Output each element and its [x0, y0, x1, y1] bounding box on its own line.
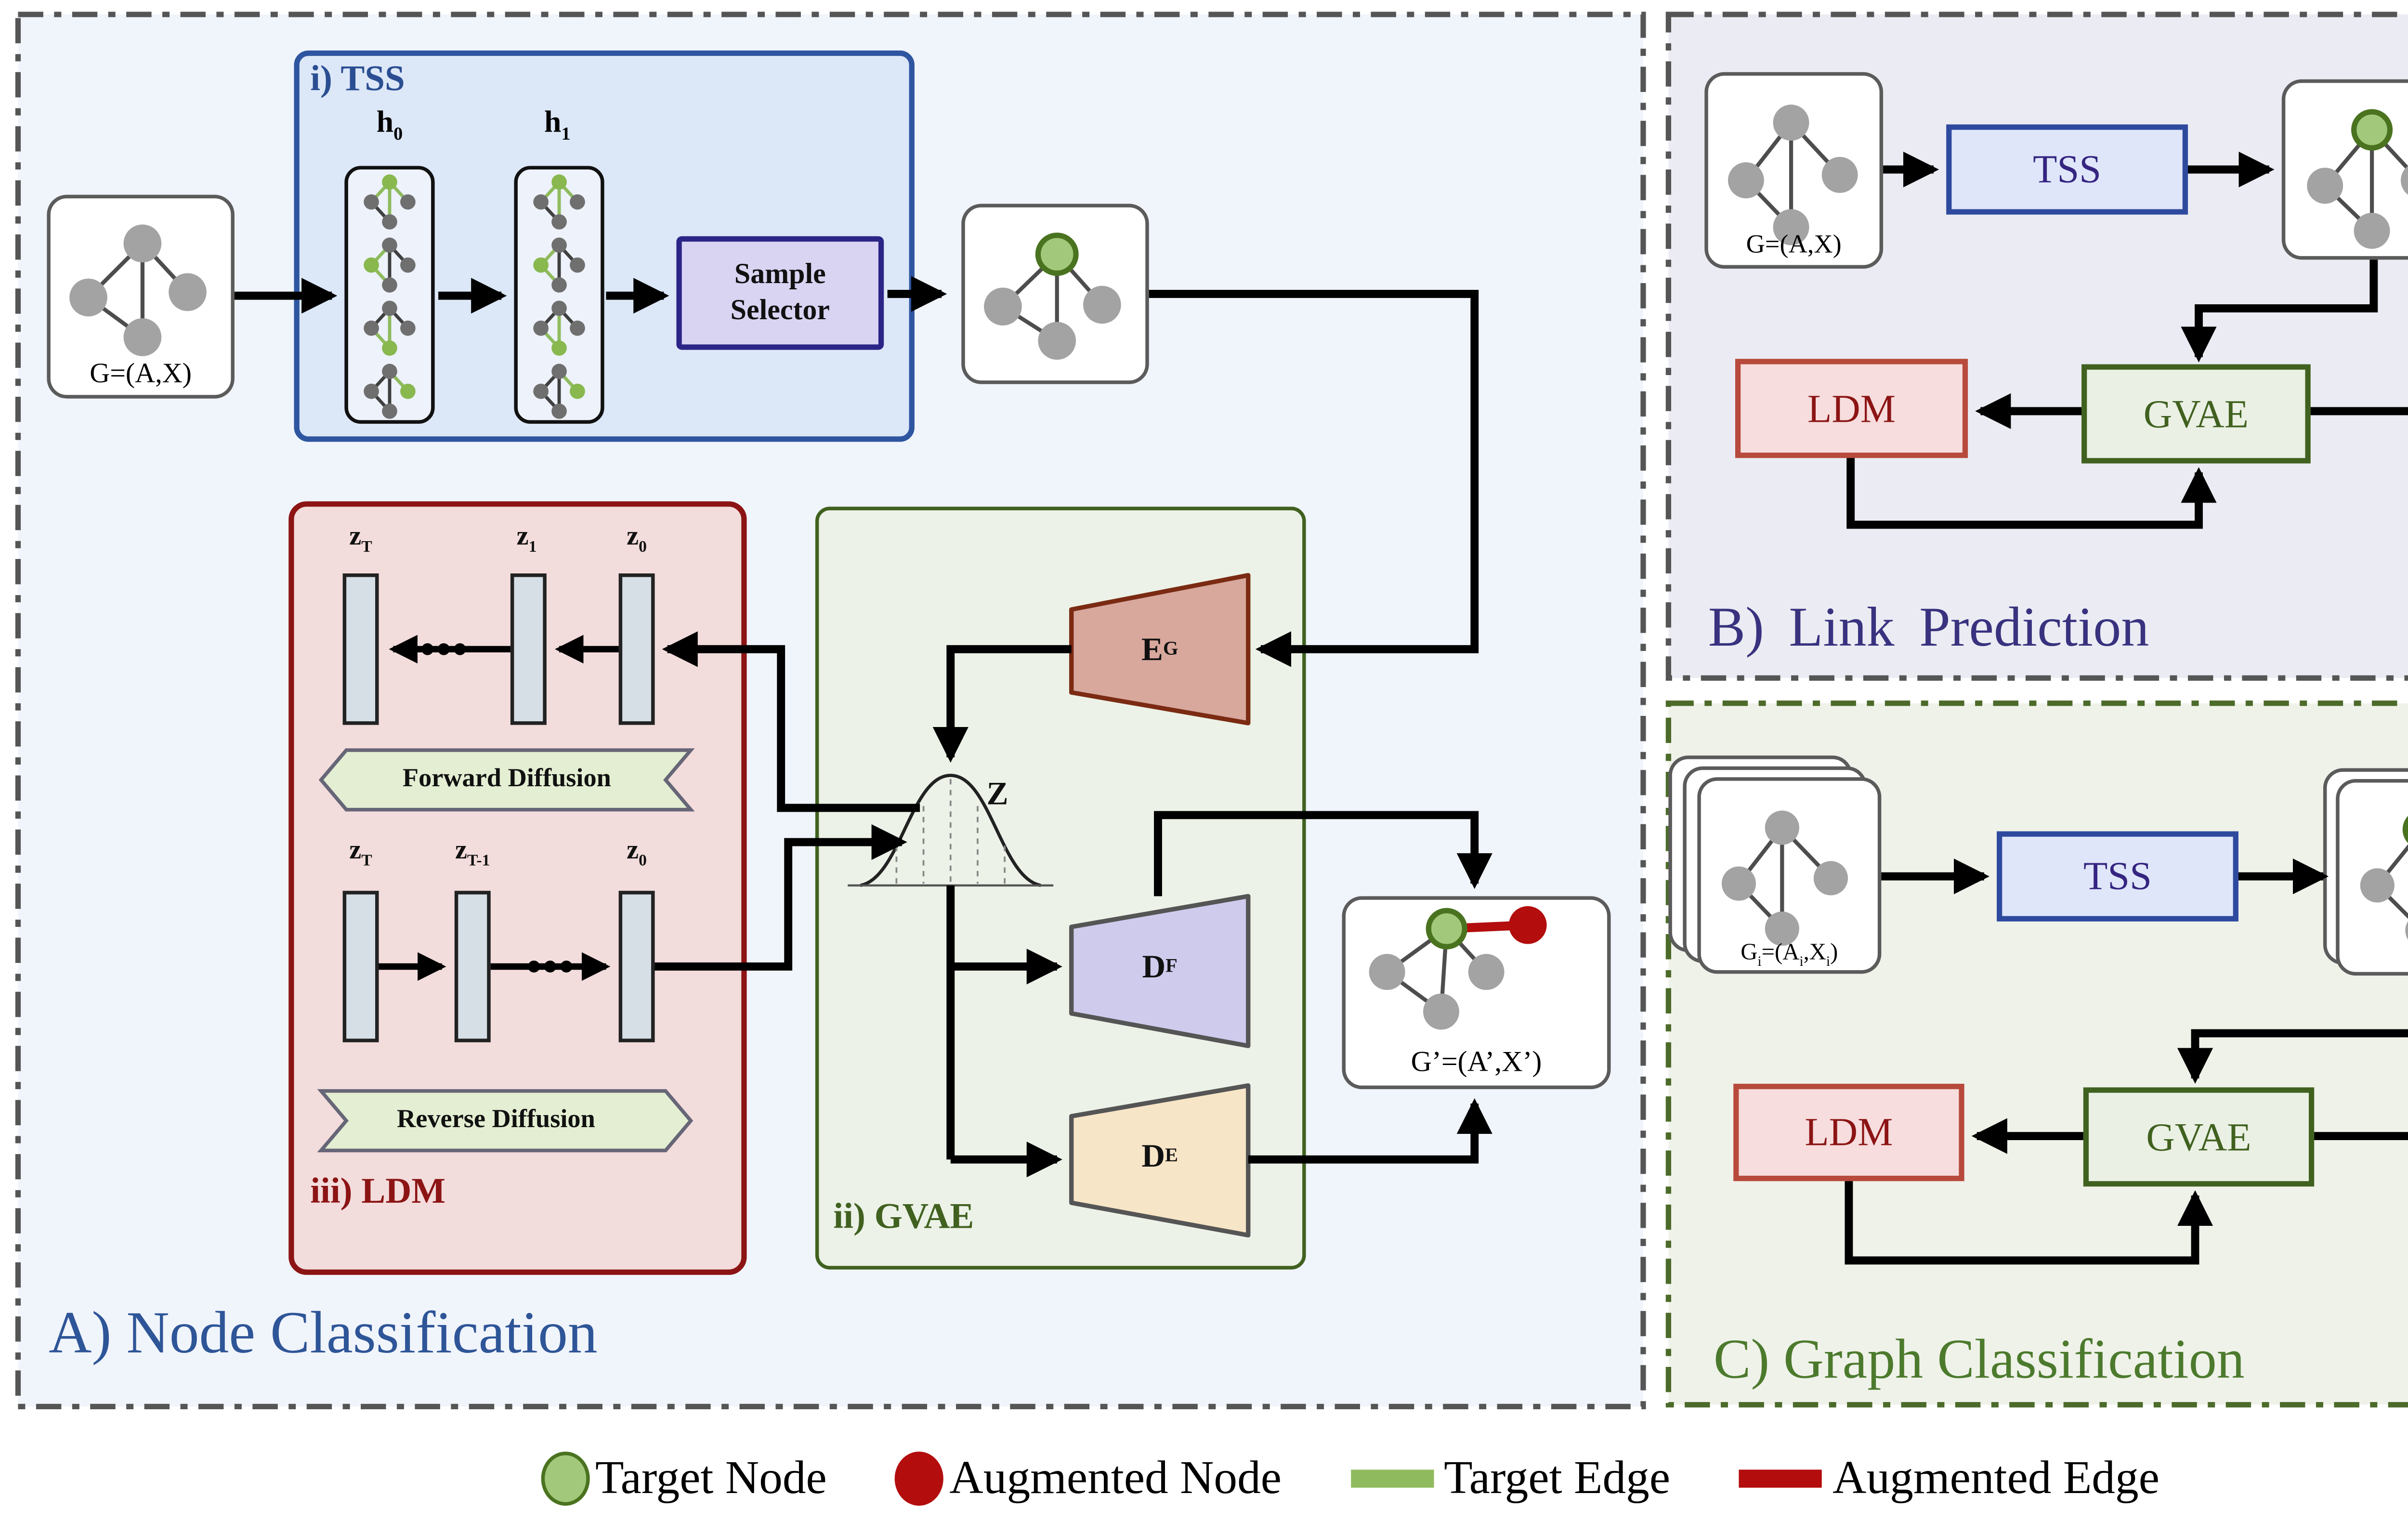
legend-item: Target Node: [541, 1451, 827, 1506]
output-graph-label-a: G’=(A’,X’): [1411, 1048, 1542, 1079]
embedding-column-h0: [344, 166, 435, 424]
mini-graph-icon: [533, 237, 585, 293]
latent-bar: [618, 891, 655, 1042]
input-graph-stack-c: Gi=(Ai,Xi): [1697, 777, 1882, 974]
legend-label: Target Node: [595, 1451, 827, 1504]
latent-bar: [618, 573, 655, 725]
target-node-icon: [1035, 233, 1079, 276]
target-edge-icon: [1350, 1469, 1433, 1488]
selected-graph-stack-c: [2336, 779, 2408, 976]
legend-label: Augmented Edge: [1832, 1451, 2159, 1504]
augmented-edge-icon: [1739, 1469, 1822, 1488]
target-node-icon: [2351, 109, 2393, 151]
z-bar-label: zT: [349, 523, 372, 556]
latent-bar: [342, 573, 379, 725]
legend-item: Augmented Edge: [1739, 1452, 2159, 1506]
ldm-module-heading: iii) LDM: [310, 1172, 446, 1212]
ldm-label-b: LDM: [1807, 385, 1896, 430]
gvae-module-heading: ii) GVAE: [833, 1197, 974, 1237]
legend-item: Target Edge: [1350, 1452, 1670, 1506]
input-graph-label-a: G=(A,X): [90, 358, 192, 389]
selected-graph-box-a: [961, 204, 1149, 384]
forward-banner-label: Forward Diffusion: [402, 764, 611, 793]
gvae-label-b: GVAE: [2143, 390, 2249, 436]
latent-bar: [454, 891, 491, 1042]
mini-graph-icon: [364, 237, 416, 293]
z-bar-label: zT: [349, 836, 372, 870]
selected-graph-box-b: [2281, 79, 2408, 260]
target-node-icon: [1426, 908, 1467, 949]
tss-box-c: TSS: [1997, 831, 2238, 922]
mini-graph-icon: [533, 364, 585, 419]
z-bar-label: z1: [516, 523, 537, 556]
latent-z-label: Z: [986, 774, 1008, 811]
ldm-box-b: LDM: [1735, 359, 1968, 458]
legend-label: Target Edge: [1444, 1451, 1671, 1504]
target-node-icon: [541, 1451, 590, 1506]
latent-bar: [510, 573, 547, 725]
tss-label-c: TSS: [2083, 853, 2152, 898]
z-bar-label: z0: [627, 836, 647, 870]
ldm-box-c: LDM: [1733, 1083, 1964, 1182]
h1-label: h1: [544, 104, 571, 145]
reverse-banner-label: Reverse Diffusion: [397, 1104, 595, 1133]
graph-icon: [2360, 816, 2408, 940]
legend-item: Augmented Node: [895, 1451, 1282, 1506]
tss-box-b: TSS: [1946, 124, 2188, 215]
input-graph-label-b: G=(A,X): [1746, 230, 1842, 260]
z-bar-label: z0: [627, 523, 647, 556]
gvae-box-b: GVAE: [2081, 364, 2311, 464]
tss-module-heading: i) TSS: [310, 59, 405, 99]
input-graph-box-a: G=(A,X): [47, 195, 235, 399]
panel-a-title: A) Node Classification: [49, 1302, 598, 1367]
legend: Target Node Augmented Node Target Edge A…: [541, 1435, 2159, 1522]
sample-selector-label: Sample Selector: [730, 259, 830, 326]
graph-icon: [2307, 109, 2408, 249]
panel-b-title: B) Link Prediction: [1708, 595, 2149, 659]
gvae-label-c: GVAE: [2146, 1113, 2251, 1159]
input-graph-label-c: Gi=(Ai,Xi): [1741, 938, 1838, 970]
sample-selector-box: Sample Selector: [676, 236, 884, 350]
h0-label: h0: [376, 104, 403, 145]
graph-icon: [984, 233, 1121, 360]
mini-graph-icon: [533, 300, 585, 356]
mini-graph-icon: [533, 174, 585, 230]
augmented-node-icon: [1508, 906, 1547, 944]
z-bar-label: zT-1: [455, 836, 490, 870]
gvae-box-c: GVAE: [2083, 1087, 2315, 1187]
embedding-column-h1: [514, 166, 604, 424]
mini-graph-icon: [364, 174, 416, 230]
input-graph-box-b: G=(A,X): [1704, 72, 1884, 269]
output-graph-box-a: G’=(A’,X’): [1342, 896, 1611, 1090]
ldm-label-c: LDM: [1805, 1109, 1893, 1154]
mini-graph-icon: [364, 300, 416, 356]
tss-label-b: TSS: [2033, 146, 2102, 192]
legend-label: Augmented Node: [949, 1451, 1282, 1504]
mini-graph-icon: [364, 364, 416, 419]
target-node-icon: [2402, 816, 2408, 844]
latent-bar: [342, 891, 379, 1042]
panel-c-title: C) Graph Classification: [1714, 1327, 2245, 1390]
augmented-node-icon: [895, 1451, 944, 1506]
